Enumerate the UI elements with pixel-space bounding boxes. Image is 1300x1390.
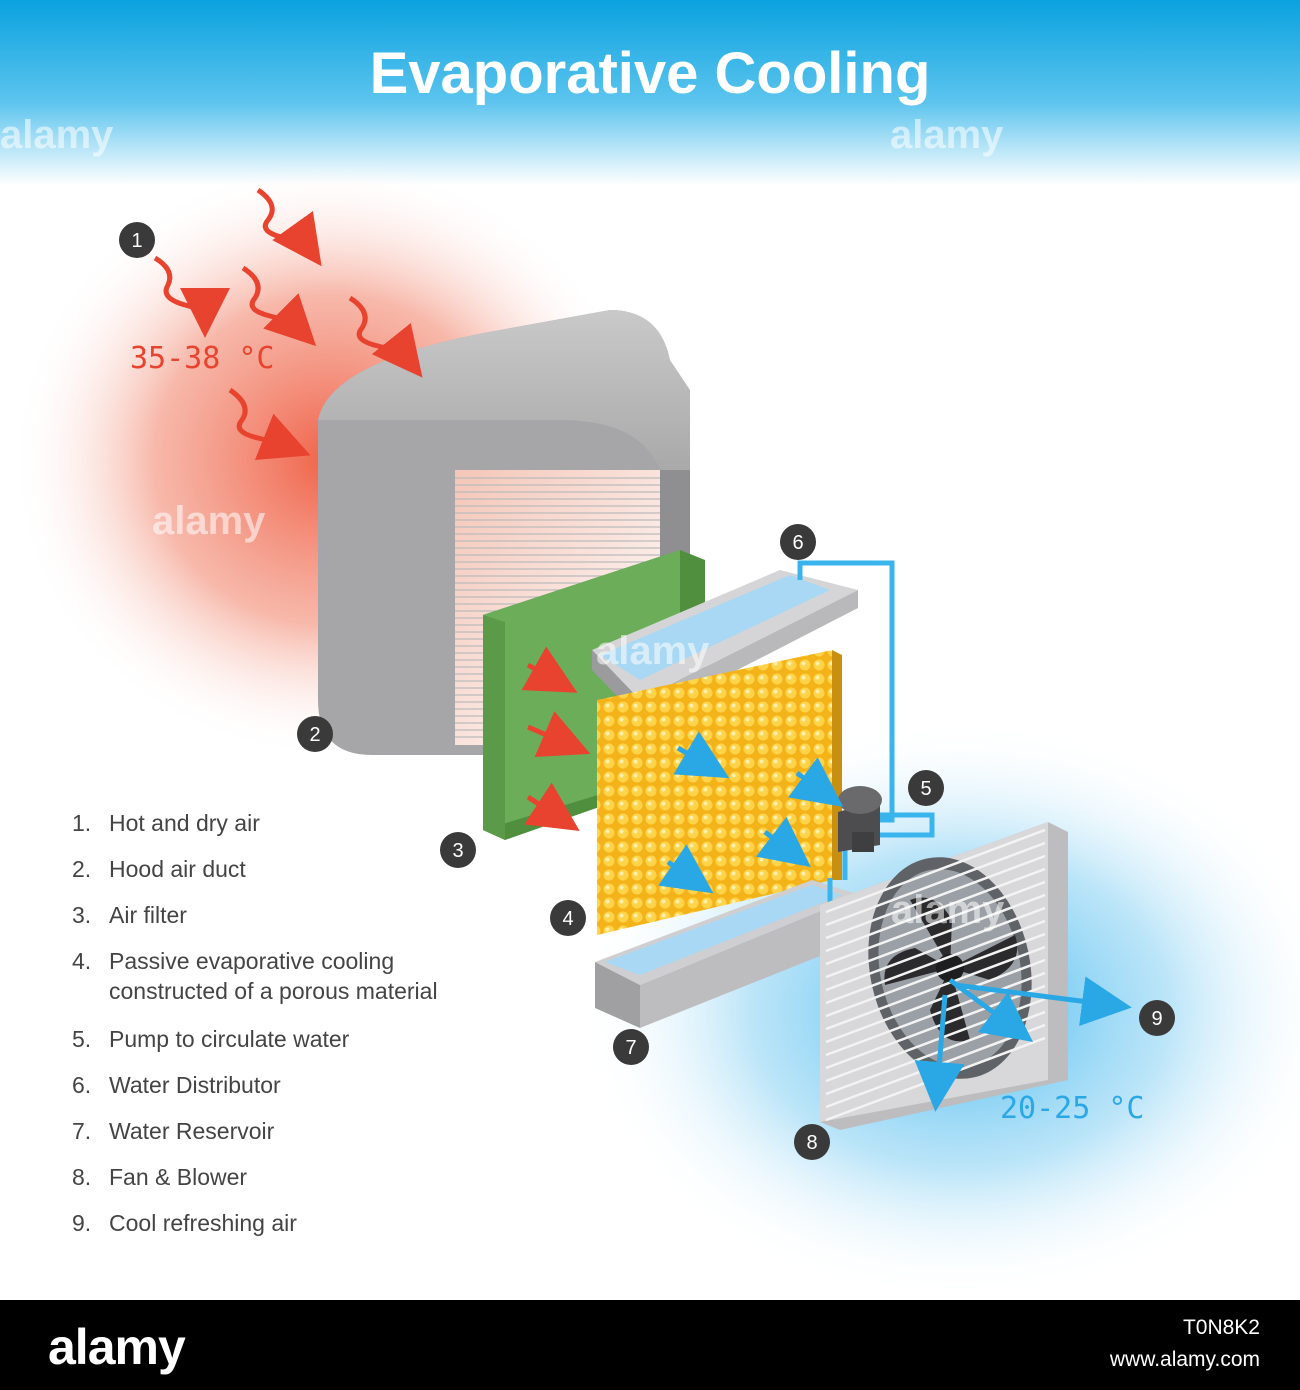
legend-item: 2. Hood air duct xyxy=(72,854,552,884)
legend-item: 6. Water Distributor xyxy=(72,1070,552,1100)
hot-air-arrows xyxy=(153,187,423,461)
filter-arrows xyxy=(521,646,591,831)
legend-number: 9. xyxy=(72,1210,92,1236)
marker-3: 3 xyxy=(452,840,463,862)
pad-arrows xyxy=(658,731,844,894)
watermark: alamy xyxy=(596,629,710,673)
alamy-logo[interactable]: alamy xyxy=(48,1319,186,1375)
hot-air-arrow xyxy=(153,255,230,338)
hot-temperature: 35-38 °C xyxy=(130,341,275,376)
page-title: Evaporative Cooling xyxy=(369,41,931,106)
marker-1: 1 xyxy=(131,230,142,252)
legend-text: Air filter xyxy=(109,902,187,928)
fan-grille-slat xyxy=(825,841,1046,927)
watermark: alamy xyxy=(890,113,1004,157)
marker-6: 6 xyxy=(792,532,803,554)
marker-2: 2 xyxy=(309,724,320,746)
marker-9: 9 xyxy=(1151,1008,1162,1030)
legend-text: Water Distributor xyxy=(109,1072,281,1098)
legend-text: Hot and dry air xyxy=(109,810,260,836)
water-reservoir xyxy=(595,880,860,1028)
fan-grille-slat xyxy=(825,828,1046,914)
fan-grille-slat xyxy=(825,867,1046,953)
legend-text-line2: constructed of a porous material xyxy=(109,978,438,1004)
watermarks: alamy alamy alamy alamy alamy xyxy=(0,113,1005,932)
fan-grille-slat xyxy=(825,880,1046,966)
legend-number: 5. xyxy=(72,1026,92,1052)
legend-number: 8. xyxy=(72,1164,92,1190)
header-band xyxy=(0,0,1300,185)
legend-item: 5. Pump to circulate water xyxy=(72,1024,552,1054)
hot-air-arrow xyxy=(228,387,311,461)
cool-air-arrow xyxy=(954,976,1132,1027)
legend-number: 3. xyxy=(72,902,92,928)
fan-grille-slat xyxy=(825,919,1046,1005)
filter-arrow xyxy=(521,646,578,693)
legend-list: 1. Hot and dry air 2. Hood air duct 3. Air … xyxy=(72,808,552,1254)
filter-arrow xyxy=(527,711,591,758)
cool-temperature: 20-25 °C xyxy=(1000,1091,1145,1126)
fan-grille-slat xyxy=(825,854,1046,940)
marker-5: 5 xyxy=(920,778,931,800)
cool-air-arrows xyxy=(914,976,1132,1112)
hot-air-arrow xyxy=(256,187,322,267)
fan-grille-slat xyxy=(825,958,1046,1044)
fan-grille-slat xyxy=(825,906,1046,992)
watermark: alamy xyxy=(0,113,114,157)
number-markers: 1 2 3 4 5 6 7 8 9 xyxy=(119,222,1175,1160)
fan-grille-slat xyxy=(825,971,1046,1057)
legend-text: Hood air duct xyxy=(109,856,246,882)
hot-air-arrow xyxy=(348,295,423,378)
legend-item: 7. Water Reservoir xyxy=(72,1116,552,1146)
pump xyxy=(838,786,882,852)
legend-number: 7. xyxy=(72,1118,92,1144)
marker-7: 7 xyxy=(625,1037,636,1059)
marker-4: 4 xyxy=(562,908,573,930)
site-url[interactable]: www.alamy.com xyxy=(1109,1348,1260,1371)
legend-text: Passive evaporative cooling xyxy=(109,948,395,974)
footer-bar: alamy T0N8K2 www.alamy.com xyxy=(0,1300,1300,1390)
legend-number: 2. xyxy=(72,856,92,882)
legend-number: 4. xyxy=(72,948,92,974)
legend-item: 8. Fan & Blower xyxy=(72,1162,552,1192)
pad-arrow xyxy=(673,731,730,779)
legend-number: 1. xyxy=(72,810,92,836)
legend-number: 6. xyxy=(72,1072,92,1098)
filter-arrow xyxy=(524,782,580,831)
legend-item: 9. Cool refreshing air xyxy=(72,1208,552,1238)
watermark: alamy xyxy=(152,499,266,543)
watermark: alamy xyxy=(891,888,1005,932)
cool-air-arrow xyxy=(948,977,1034,1042)
legend-text: Fan & Blower xyxy=(109,1164,248,1190)
pad-arrow xyxy=(788,757,844,807)
legend-text: Water Reservoir xyxy=(109,1118,275,1144)
cool-air-arrow xyxy=(914,994,965,1112)
pad-arrow xyxy=(755,816,811,868)
legend-item: 1. Hot and dry air xyxy=(72,808,552,838)
hot-air-arrow xyxy=(241,265,317,347)
marker-8: 8 xyxy=(806,1132,817,1154)
legend-text: Cool refreshing air xyxy=(109,1210,297,1236)
legend-item: 4. Passive evaporative cooling constructed… xyxy=(72,946,552,1006)
image-id: T0N8K2 xyxy=(1182,1316,1260,1339)
pad-arrow xyxy=(658,844,714,894)
fan-grille-slat xyxy=(825,893,1046,979)
fan-grille-slat xyxy=(825,932,1046,1018)
legend-item: 3. Air filter xyxy=(72,900,552,930)
fan-grille-slat xyxy=(825,945,1046,1031)
legend-text: Pump to circulate water xyxy=(109,1026,350,1052)
